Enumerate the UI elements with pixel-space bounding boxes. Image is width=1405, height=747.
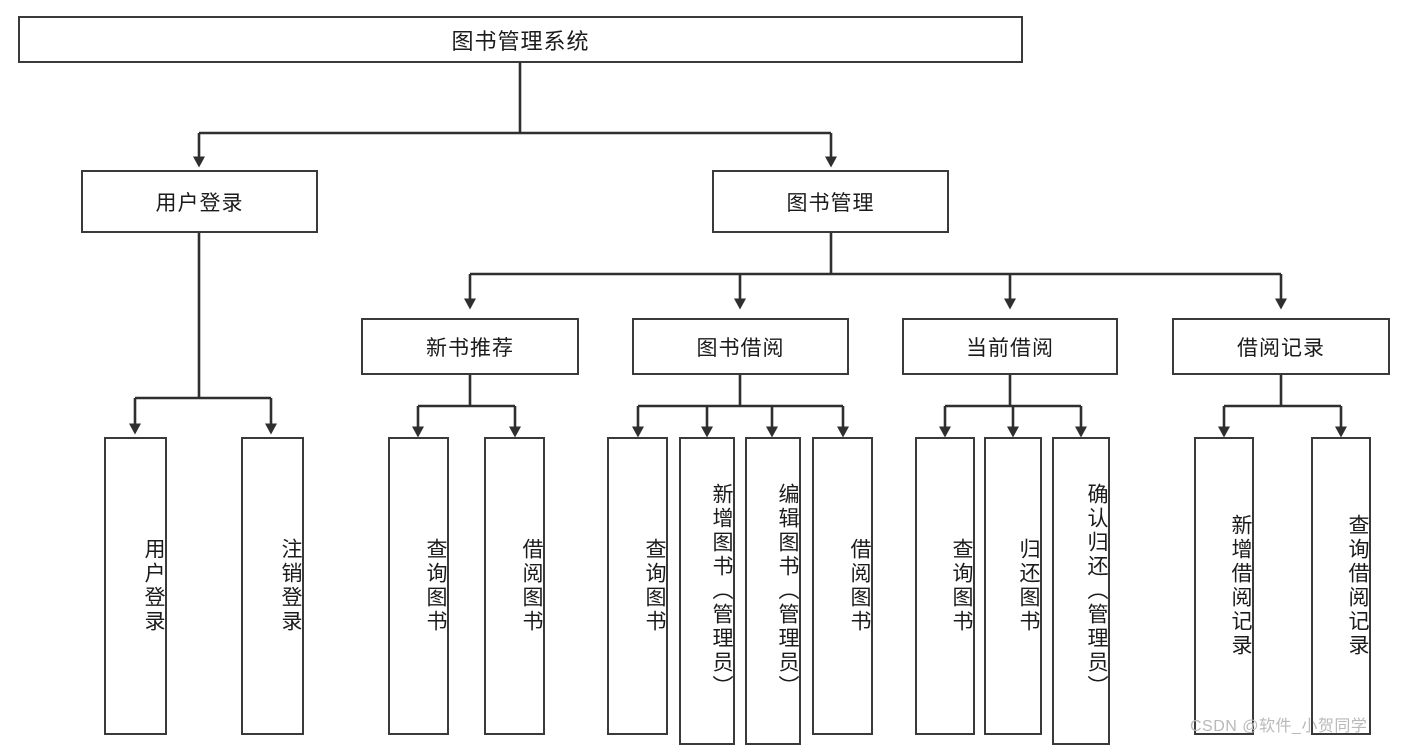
leaf-edit-book-admin[interactable]: 编辑图书（管理员） [745,437,801,745]
node-book-borrow[interactable]: 图书借阅 [632,318,849,375]
node-borrow-records[interactable]: 借阅记录 [1172,318,1390,375]
leaf-add-borrow-record[interactable]: 新增借阅记录 [1194,437,1254,735]
leaf-borrow-books[interactable]: 借阅图书 [812,437,873,735]
node-new-book-recommend[interactable]: 新书推荐 [361,318,579,375]
leaf-add-book-admin[interactable]: 新增图书（管理员） [679,437,735,745]
leaf-borrow-books-recommend[interactable]: 借阅图书 [484,437,545,735]
watermark-text: CSDN @软件_小贺同学 [1190,718,1368,735]
node-root-system[interactable]: 图书管理系统 [18,16,1023,63]
leaf-query-borrow-record[interactable]: 查询借阅记录 [1311,437,1371,735]
leaf-confirm-return-admin[interactable]: 确认归还（管理员） [1052,437,1110,745]
node-book-management[interactable]: 图书管理 [712,170,949,233]
leaf-return-books[interactable]: 归还图书 [984,437,1042,735]
node-user-login[interactable]: 用户登录 [81,170,318,233]
node-current-borrow[interactable]: 当前借阅 [902,318,1118,375]
leaf-user-login[interactable]: 用户登录 [104,437,167,735]
leaf-logout[interactable]: 注销登录 [241,437,304,735]
leaf-query-books-recommend[interactable]: 查询图书 [388,437,449,735]
leaf-query-books-current[interactable]: 查询图书 [915,437,975,735]
leaf-query-books-borrow[interactable]: 查询图书 [607,437,668,735]
